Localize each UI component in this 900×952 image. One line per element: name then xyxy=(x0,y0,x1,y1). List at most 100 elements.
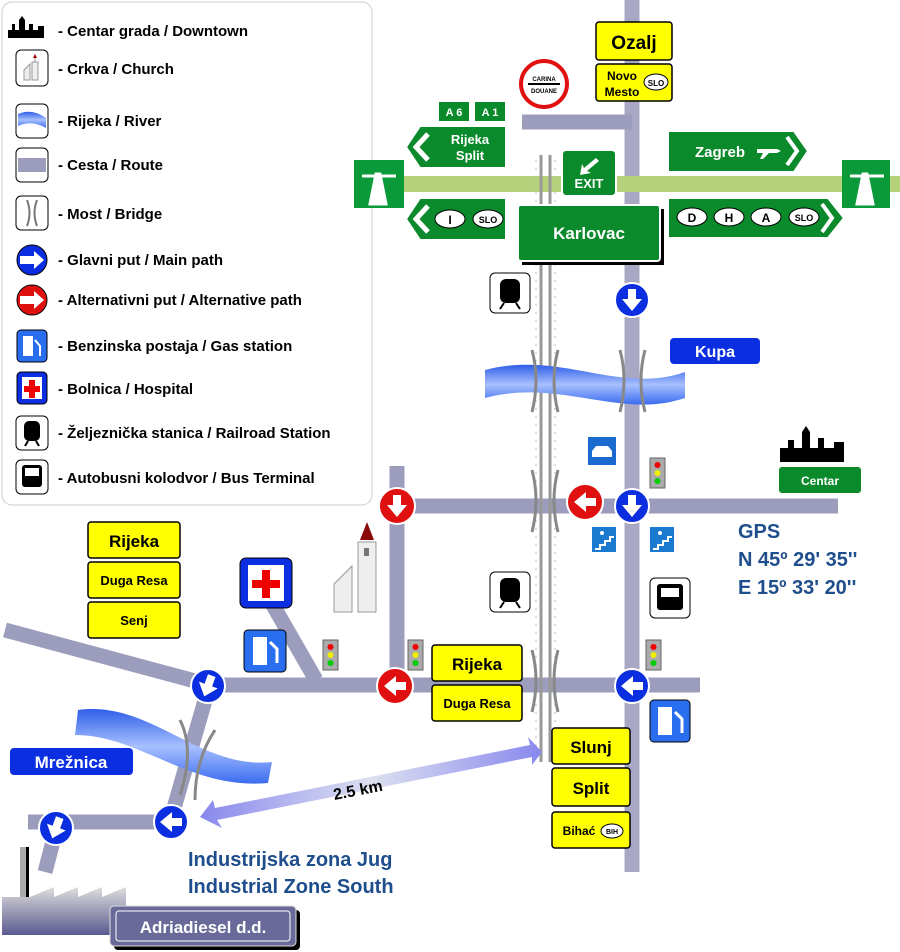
traffic-light-icon xyxy=(645,639,662,671)
sign-i-slo: I SLO xyxy=(404,197,507,241)
svg-text:Industrijska zona Jug: Industrijska zona Jug xyxy=(188,849,392,871)
industrial-zone-label: Industrijska zona Jug Industrial Zone So… xyxy=(188,849,394,898)
hospital-icon xyxy=(16,371,48,405)
svg-text:N 45º 29' 35'': N 45º 29' 35'' xyxy=(738,549,857,571)
sign-karlovac: Karlovac xyxy=(517,204,664,265)
svg-text:A: A xyxy=(762,211,771,225)
traffic-light-icon xyxy=(322,639,339,671)
sign-centar: Centar xyxy=(777,465,863,495)
sign-d-h-a-slo: D H A SLO xyxy=(667,197,846,239)
alternative-path-arrow-icon xyxy=(16,284,48,316)
legend-label: - Bolnica / Hospital xyxy=(58,381,193,398)
sign-exit[interactable]: EXIT xyxy=(561,149,617,197)
distance-label: 2.5 km xyxy=(332,778,384,804)
legend-label: - Rijeka / River xyxy=(58,113,162,130)
main-path-arrow-icon xyxy=(614,282,650,318)
sign-rijeka: Rijeka xyxy=(87,521,181,559)
legend-label: - Alternativni put / Alternative path xyxy=(58,292,302,309)
downtown-skyline-icon xyxy=(780,426,844,462)
main-path-arrow-icon xyxy=(16,244,48,276)
gas-station-icon xyxy=(243,629,287,673)
church-icon xyxy=(333,522,377,613)
svg-text:SLO: SLO xyxy=(795,213,814,223)
svg-text:Centar: Centar xyxy=(801,474,839,488)
svg-text:E 15º 33' 20'': E 15º 33' 20'' xyxy=(738,577,856,599)
railroad-station-icon xyxy=(489,272,531,314)
legend-label: - Glavni put / Main path xyxy=(58,252,223,269)
svg-text:SLO: SLO xyxy=(648,79,664,88)
sign-mreznica: Mrežnica xyxy=(10,748,133,775)
sign-split: Split xyxy=(551,767,631,807)
svg-text:Novo: Novo xyxy=(607,69,637,83)
svg-text:DOUANE: DOUANE xyxy=(531,89,557,95)
main-path-arrow-icon xyxy=(38,810,74,846)
sign-rijeka: Rijeka xyxy=(431,644,523,682)
svg-text:Bihać: Bihać xyxy=(563,824,596,838)
gas-station-icon xyxy=(649,699,691,743)
motorway-icon xyxy=(354,160,404,208)
svg-text:I: I xyxy=(448,213,451,227)
legend-label: - Autobusni kolodvor / Bus Terminal xyxy=(58,470,315,487)
gas-station-icon xyxy=(16,329,48,363)
main-path-arrow-icon xyxy=(190,668,226,704)
svg-text:H: H xyxy=(725,211,734,225)
svg-text:Split: Split xyxy=(456,148,485,163)
downtown-skyline-icon xyxy=(8,16,44,38)
customs-sign: CARINA DOUANE xyxy=(519,59,569,109)
traffic-light-icon xyxy=(649,457,666,489)
svg-text:BIH: BIH xyxy=(606,829,618,836)
svg-text:Rijeka: Rijeka xyxy=(109,532,160,551)
pedestrian-stairs-icon xyxy=(592,527,616,552)
legend-label: - Benzinska postaja / Gas station xyxy=(58,338,292,355)
sign-duga-resa: Duga Resa xyxy=(87,561,181,599)
river-icon xyxy=(15,103,49,139)
motorway-icon xyxy=(842,160,890,208)
svg-text:Rijeka: Rijeka xyxy=(452,655,503,674)
svg-text:Mrežnica: Mrežnica xyxy=(35,753,108,772)
legend-label: - Željeznička stanica / Railroad Station xyxy=(58,424,331,442)
sign-ozalj: Ozalj xyxy=(595,21,673,61)
parking-car-icon xyxy=(588,437,616,465)
svg-text:Industrial Zone South: Industrial Zone South xyxy=(188,876,394,898)
svg-text:Senj: Senj xyxy=(120,613,147,628)
sign-a1: A 1 xyxy=(473,100,507,123)
bus-terminal-icon xyxy=(649,577,691,619)
bridge-icon xyxy=(178,349,647,801)
river-mreznica xyxy=(75,709,272,784)
railroad-station-icon xyxy=(489,571,531,613)
svg-text:Slunj: Slunj xyxy=(570,738,612,757)
hospital-icon xyxy=(239,557,293,609)
svg-text:Adriadiesel d.d.: Adriadiesel d.d. xyxy=(140,918,267,937)
legend-label: - Cesta / Route xyxy=(58,157,163,174)
main-path-arrow-icon xyxy=(614,488,650,524)
alternative-path-arrow-icon xyxy=(378,487,416,525)
highway xyxy=(340,176,900,192)
church-icon xyxy=(15,49,49,87)
sign-slunj: Slunj xyxy=(551,727,631,765)
svg-text:Ozalj: Ozalj xyxy=(611,33,656,54)
factory-icon xyxy=(2,847,126,935)
svg-text:EXIT: EXIT xyxy=(575,176,604,191)
bridge-icon xyxy=(15,195,49,231)
pedestrian-stairs-icon xyxy=(650,527,674,552)
svg-text:Split: Split xyxy=(573,779,610,798)
svg-text:SLO: SLO xyxy=(479,215,498,225)
railroad-station-icon xyxy=(15,415,49,451)
sign-a6: A 6 xyxy=(437,100,471,123)
svg-text:CARINA: CARINA xyxy=(532,77,556,83)
sign-duga-resa: Duga Resa xyxy=(431,684,523,722)
gps-coordinates: GPS N 45º 29' 35'' E 15º 33' 20'' xyxy=(738,521,857,599)
legend-label: - Crkva / Church xyxy=(58,61,174,78)
svg-text:Duga Resa: Duga Resa xyxy=(100,573,168,588)
svg-text:Duga Resa: Duga Resa xyxy=(443,696,511,711)
airplane-icon xyxy=(757,149,781,159)
sign-adriadiesel: Adriadiesel d.d. xyxy=(109,905,300,950)
legend: - Centar grada / Downtown - Crkva / Chur… xyxy=(1,1,373,506)
svg-text:Kupa: Kupa xyxy=(695,344,735,361)
svg-text:A 6: A 6 xyxy=(446,107,463,119)
sign-kupa: Kupa xyxy=(670,338,760,364)
route-icon xyxy=(15,147,49,183)
